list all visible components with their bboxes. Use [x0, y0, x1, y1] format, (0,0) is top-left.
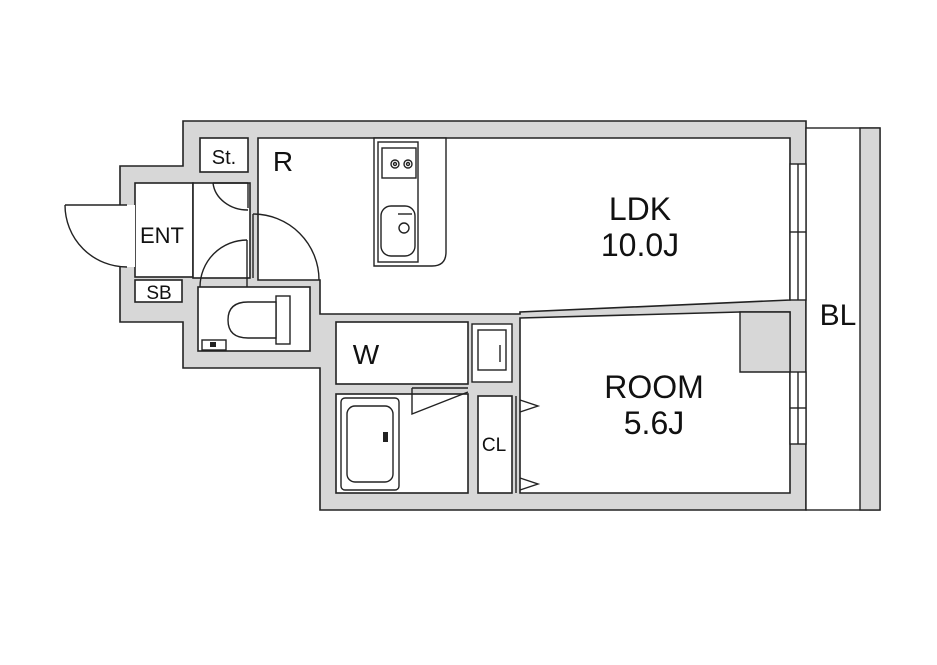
- toilet-tank-icon: [275, 295, 291, 345]
- balcony: [805, 127, 881, 511]
- washroom-label: W: [353, 339, 380, 370]
- room-size: 5.6J: [624, 405, 684, 441]
- sink-icon: [380, 205, 416, 257]
- balcony-label: BL: [820, 299, 857, 332]
- windows: [789, 163, 807, 445]
- washroom-fixtures: [471, 323, 513, 383]
- kitchen-counter: [373, 137, 447, 267]
- doors: [64, 182, 541, 493]
- room-label: ROOM: [604, 369, 704, 405]
- shoe-box-label: SB: [146, 283, 171, 304]
- toilet-fixtures: [201, 295, 291, 351]
- bathtub: [340, 397, 400, 491]
- ldk-size: 10.0J: [601, 227, 679, 263]
- storage-label: St.: [212, 147, 236, 169]
- toilet-icon: [227, 301, 277, 339]
- entrance-label: ENT: [140, 223, 184, 248]
- refrigerator-label: R: [273, 146, 293, 177]
- closet-label: CL: [482, 435, 506, 456]
- labels: LDK 10.0J ROOM 5.6J ENT St. SB R W CL BL: [140, 146, 856, 456]
- ldk-label: LDK: [609, 191, 671, 227]
